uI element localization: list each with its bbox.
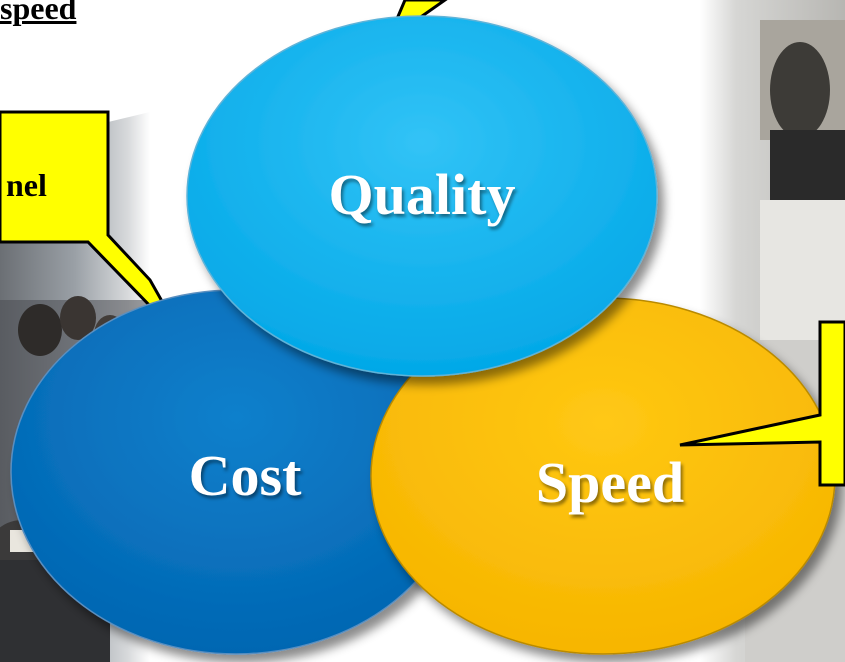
- speed-label: Speed: [535, 450, 685, 515]
- cost-label: Cost: [188, 443, 302, 508]
- right-callout: [679, 320, 845, 487]
- left-callout-text: nel: [6, 167, 47, 203]
- quality-label: Quality: [328, 162, 516, 227]
- quality-bubble: [186, 15, 658, 377]
- slide-title-fragment: speed: [0, 0, 77, 26]
